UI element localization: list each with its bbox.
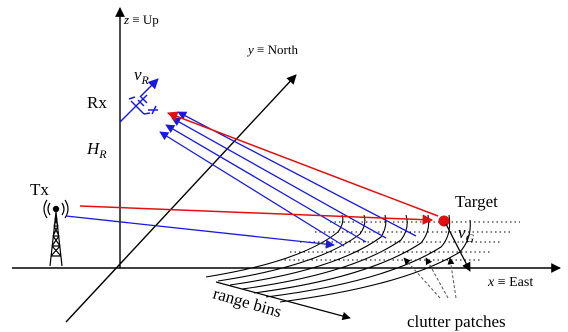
clutter-grid <box>280 221 520 261</box>
range-bins-arrow <box>215 281 351 321</box>
clutter-paths <box>65 111 417 249</box>
range-bin-arc <box>205 214 344 278</box>
range-bin-arc <box>253 214 430 294</box>
y-axis-line <box>65 74 297 323</box>
rx-label: Rx <box>87 93 107 112</box>
target-paths <box>79 111 439 225</box>
target-label: Target <box>455 192 498 211</box>
y-axis-label: y ≡ North <box>246 42 298 57</box>
tx-label: Tx <box>30 180 49 199</box>
hr-label: HR <box>86 139 107 161</box>
range-bin-arc <box>229 214 387 286</box>
clutter-pointers <box>403 257 457 299</box>
vg-label: vG <box>458 223 475 245</box>
tx-to-clutter-path <box>65 215 335 249</box>
clutter-to-rx-path <box>171 117 387 239</box>
clutter-patches-label: clutter patches <box>407 312 506 331</box>
range-bin-arc <box>217 214 366 282</box>
clutter-to-rx-path <box>165 124 367 243</box>
target-velocity-arrow <box>445 223 471 272</box>
range-bins-label: range bins <box>211 284 284 322</box>
tx-tower <box>43 199 69 267</box>
range-bins <box>205 214 471 303</box>
target-to-rx-path <box>167 111 439 217</box>
range-bin-arc <box>241 214 408 290</box>
x-axis-label: x ≡ East <box>487 275 533 290</box>
tx-to-target-path <box>79 205 434 225</box>
vr-label: vR <box>134 65 150 87</box>
rx-antenna <box>119 78 159 123</box>
clutter-to-rx-path <box>159 131 345 247</box>
z-axis-label: z ≡ Up <box>123 12 159 27</box>
range-bin-arc <box>279 219 471 303</box>
target-dot <box>438 215 450 227</box>
